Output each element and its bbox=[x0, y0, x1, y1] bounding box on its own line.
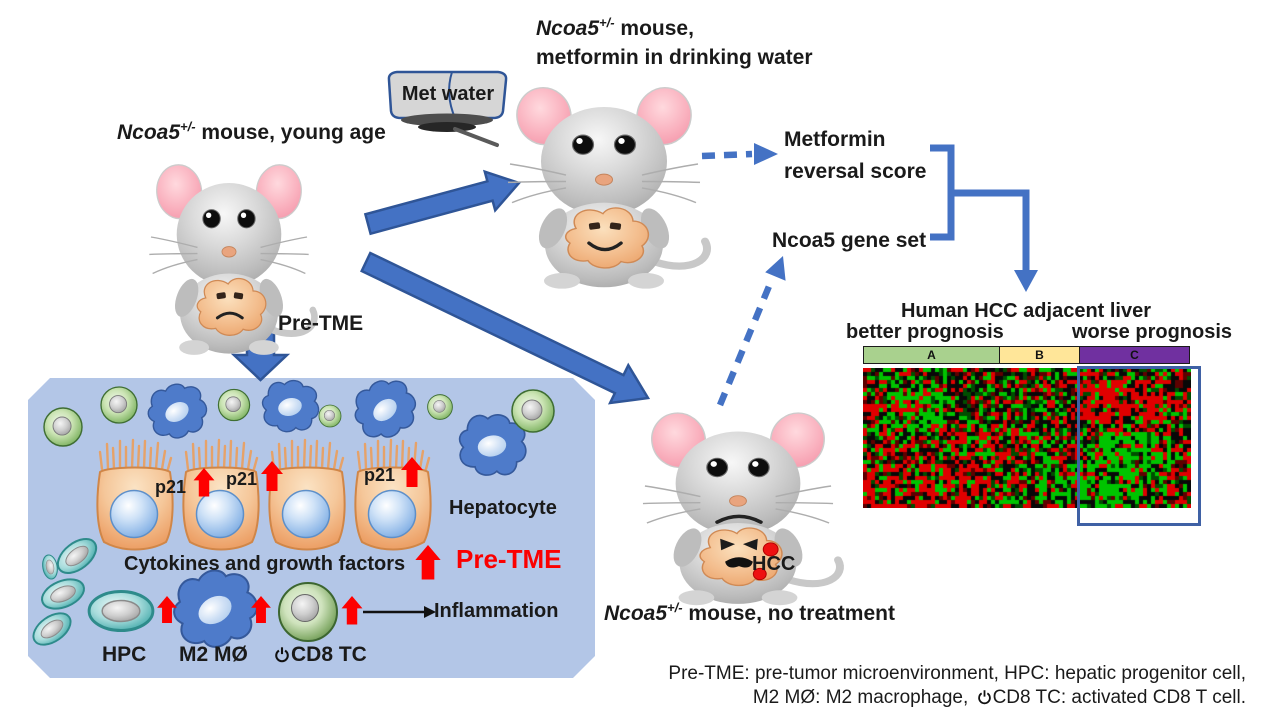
gene-name: Ncoa5 bbox=[604, 602, 668, 625]
cluster-b-header: B bbox=[1000, 346, 1080, 364]
metformin-reversal-score-label: Metformin reversal score bbox=[784, 124, 926, 188]
power-icon bbox=[275, 647, 289, 663]
arrow-young-to-metformin bbox=[363, 169, 522, 236]
notreatment-mouse-label: Ncoa5+/- mouse, no treatment bbox=[604, 593, 895, 628]
gene-sup: +/- bbox=[667, 600, 683, 615]
label-text-line2: reversal score bbox=[784, 160, 927, 183]
bracket-connector bbox=[930, 144, 1030, 272]
hepatocyte-label: Hepatocyte bbox=[449, 497, 557, 519]
pre-tme-box bbox=[28, 378, 595, 678]
m2-label: M2 MØ bbox=[179, 643, 248, 666]
label-text: mouse, no treatment bbox=[682, 602, 895, 625]
gene-name: Ncoa5 bbox=[117, 121, 181, 144]
abbreviation-legend: Pre-TME: pre-tumor microenvironment, HPC… bbox=[586, 662, 1246, 710]
worse-prognosis-label: worse prognosis bbox=[1072, 321, 1233, 343]
ncoa5-gene-set-label: Ncoa5 gene set bbox=[772, 229, 927, 252]
pre-tme-box-label: Pre-TME bbox=[456, 544, 562, 574]
dashed-arrows bbox=[701, 150, 776, 407]
cluster-a-header: A bbox=[863, 346, 1000, 364]
label-text: CD8 TC bbox=[291, 643, 367, 666]
gene-name: Ncoa5 bbox=[536, 17, 600, 40]
cluster-c-header: C bbox=[1080, 346, 1190, 364]
gene-sup: +/- bbox=[180, 119, 196, 134]
metformin-mouse-label: Ncoa5+/- mouse, metformin in drinking wa… bbox=[536, 8, 813, 72]
cd8-label: CD8 TC bbox=[271, 640, 367, 669]
heatmap-title: Human HCC adjacent liver bbox=[900, 300, 1152, 322]
bracket-arrowhead bbox=[1014, 270, 1038, 292]
heatmap bbox=[863, 368, 1191, 508]
legend-line2-pre: M2 MØ: M2 macrophage, bbox=[752, 687, 969, 708]
better-prognosis-label: better prognosis bbox=[846, 321, 1004, 343]
mouse-notreatment-image bbox=[643, 410, 840, 605]
hpc-label: HPC bbox=[102, 643, 147, 666]
met-water-label: Met water bbox=[401, 83, 495, 105]
dashed-arrowhead-1 bbox=[754, 143, 778, 165]
label-text: mouse, young age bbox=[195, 121, 386, 144]
pre-tme-pointer-label: Pre-TME bbox=[278, 312, 364, 335]
p21-label-1: p21 bbox=[155, 477, 187, 497]
young-mouse-label: Ncoa5+/- mouse, young age bbox=[117, 112, 386, 147]
inflammation-label: Inflammation bbox=[434, 600, 559, 622]
p21-label-2: p21 bbox=[226, 469, 258, 489]
dashed-arrowhead-2 bbox=[765, 256, 786, 281]
label-text-line2: metformin in drinking water bbox=[536, 46, 813, 69]
cytokines-label: Cytokines and growth factors bbox=[124, 553, 406, 575]
gene-sup: +/- bbox=[599, 15, 615, 30]
heatmap-column-bar: A B C bbox=[863, 346, 1190, 364]
power-icon bbox=[977, 690, 991, 705]
solid-arrows bbox=[230, 169, 651, 405]
label-text: Metformin bbox=[784, 128, 886, 151]
mouse-metformin-image bbox=[508, 84, 707, 288]
p21-label-3: p21 bbox=[364, 465, 396, 485]
legend-line2-post: CD8 TC: activated CD8 T cell. bbox=[992, 687, 1246, 708]
legend-line1: Pre-TME: pre-tumor microenvironment, HPC… bbox=[668, 663, 1246, 684]
cluster-c-highlight-box bbox=[1077, 366, 1201, 526]
hcc-label: HCC bbox=[752, 553, 796, 575]
label-text: mouse, bbox=[614, 17, 694, 40]
